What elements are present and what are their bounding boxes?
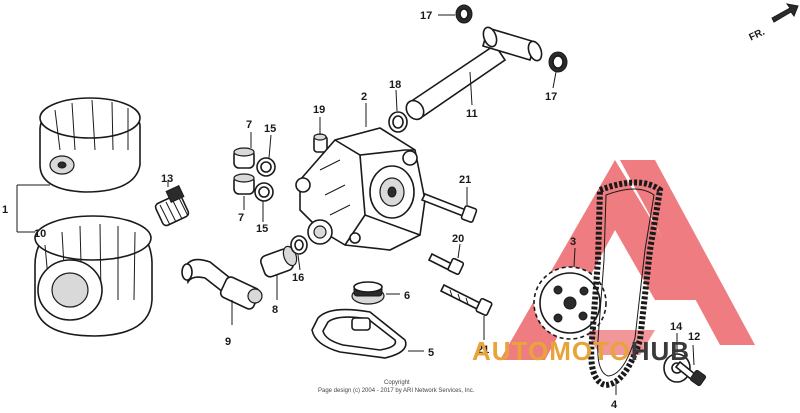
leader-18 — [395, 89, 398, 112]
callout-18: 18 — [389, 79, 401, 91]
callout-7-upper: 7 — [246, 119, 252, 131]
callout-2: 2 — [361, 91, 367, 103]
copyright-label: Copyright — [384, 380, 410, 386]
leaders-14-12 — [676, 333, 695, 366]
callout-16: 16 — [292, 272, 304, 284]
oil-pump-assembly — [295, 127, 426, 251]
joint-o-ring — [290, 235, 308, 255]
leader-20 — [457, 243, 461, 259]
pump-dowel-pin — [313, 133, 328, 153]
strainer-cap — [351, 281, 385, 305]
oil-pump-drive-chain — [588, 179, 664, 389]
callout-7-lower: 7 — [238, 212, 244, 224]
front-direction-arrow-icon — [771, 3, 799, 23]
leaders-7-15 — [243, 132, 272, 222]
callout-10: 10 — [34, 228, 46, 240]
callout-12: 12 — [688, 331, 700, 343]
callout-19: 19 — [313, 104, 325, 116]
oil-strainer-pipe — [181, 258, 263, 325]
dowel-pin-upper — [233, 147, 255, 169]
callout-20: 20 — [452, 233, 464, 245]
autmotohub-wordmark: AUTOMOTOHUB — [472, 336, 690, 366]
callout-15-upper: 15 — [264, 123, 276, 135]
copyright-notice: Page design (c) 2004 - 2017 by ARI Netwo… — [318, 388, 475, 394]
leaders-17 — [438, 14, 557, 89]
callout-8: 8 — [272, 304, 278, 316]
oil-pipe-tee — [405, 26, 543, 121]
o-ring-upper — [256, 157, 276, 177]
callout-5: 5 — [428, 347, 434, 359]
leaders-8-16 — [276, 254, 301, 300]
callout-21-upper: 21 — [459, 174, 471, 186]
front-direction-label: FR. — [747, 27, 766, 44]
leader-1 — [16, 184, 50, 233]
callout-13: 13 — [161, 173, 173, 185]
leader-3 — [573, 247, 576, 268]
sprocket-bolt — [674, 360, 707, 387]
o-ring-lower — [254, 182, 274, 202]
oil-strainer-screen — [311, 308, 407, 359]
oil-filter-center-bolt — [154, 184, 190, 227]
callout-17-right: 17 — [545, 91, 557, 103]
callout-4: 4 — [611, 399, 618, 411]
pump-mount-bolt-lower — [439, 283, 493, 317]
oil-pump-drive-sprocket — [533, 266, 607, 340]
oil-filter-cartridge — [34, 215, 153, 337]
pump-mount-bolt-middle — [427, 252, 465, 276]
callout-3: 3 — [570, 236, 576, 248]
callout-21-lower: 21 — [477, 344, 489, 356]
callout-14: 14 — [670, 321, 683, 333]
dowel-pin-lower — [233, 173, 255, 195]
tee-o-ring-right — [548, 51, 568, 73]
pump-mount-bolt-upper — [420, 192, 478, 223]
pipe-o-ring — [388, 111, 408, 133]
callout-11: 11 — [466, 108, 478, 120]
autmotohub-logo — [500, 160, 755, 360]
callout-9: 9 — [225, 336, 231, 348]
leader-11 — [469, 71, 473, 106]
oil-filter-wrench-cup — [39, 97, 141, 193]
callout-17-upper: 17 — [420, 10, 432, 22]
callout-1: 1 — [2, 204, 8, 216]
callout-15-lower: 15 — [256, 223, 268, 235]
callout-6: 6 — [404, 290, 410, 302]
tee-o-ring-upper — [455, 4, 473, 24]
